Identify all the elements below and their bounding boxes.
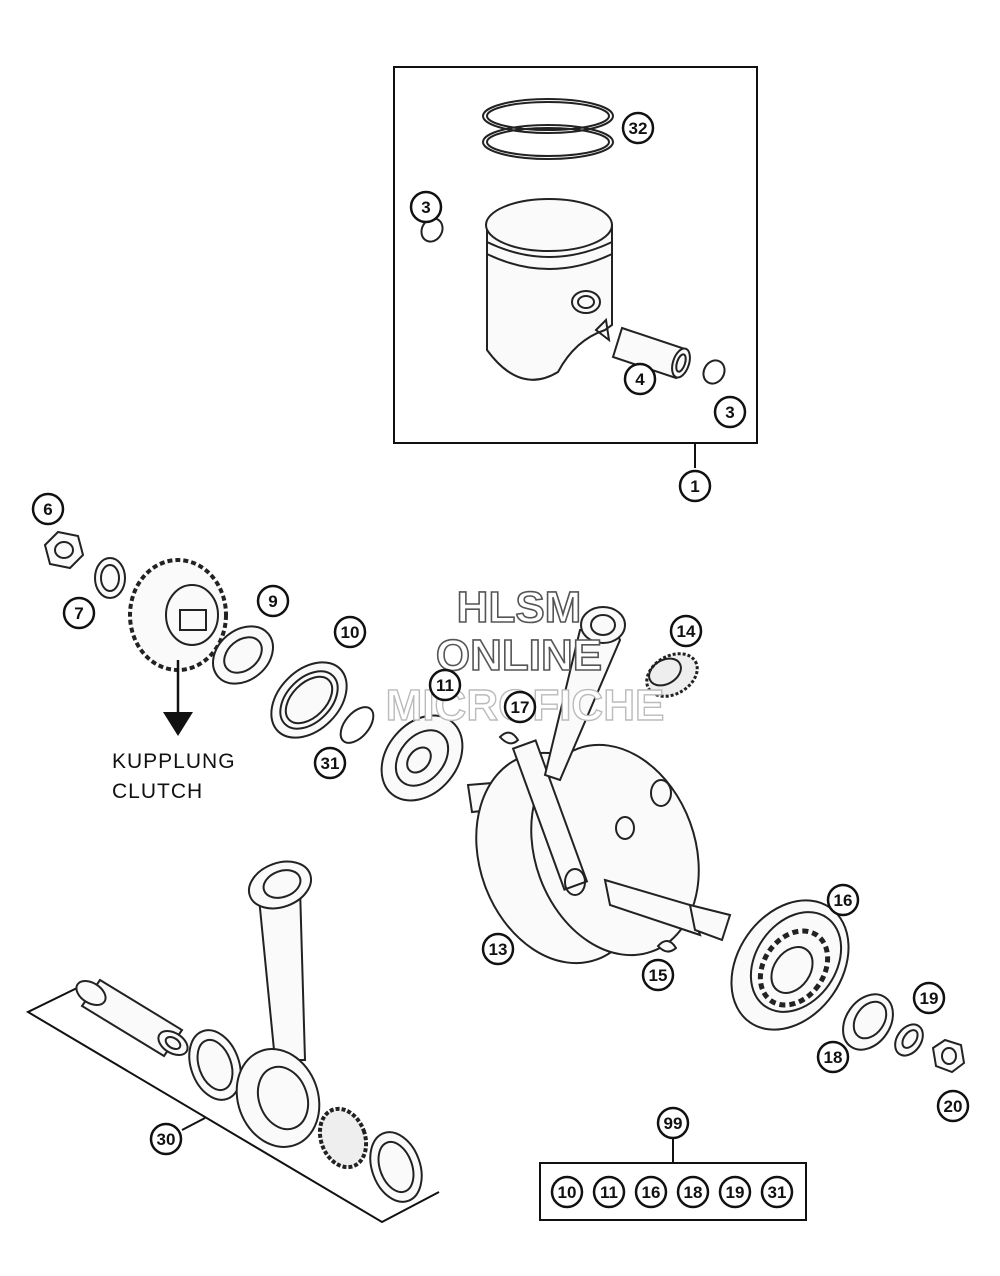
piston-kit-group (393, 66, 758, 468)
svg-text:99: 99 (664, 1114, 683, 1133)
svg-text:30: 30 (157, 1130, 176, 1149)
piston-kit-box (393, 66, 758, 444)
svg-text:18: 18 (824, 1048, 843, 1067)
gasket-kit-99: 10 11 16 18 19 31 (539, 1138, 807, 1221)
circlip-left (420, 217, 444, 243)
kit-99-items: 10 11 16 18 19 31 (550, 1175, 794, 1209)
svg-text:10: 10 (558, 1183, 577, 1202)
callout-13: 13 (481, 932, 515, 966)
svg-text:11: 11 (600, 1183, 618, 1202)
shaft-seal-part-10 (270, 661, 348, 739)
kit-item-11: 11 (592, 1175, 626, 1209)
kit-item-19: 19 (718, 1175, 752, 1209)
callout-31: 31 (313, 746, 347, 780)
callout-3b: 3 (713, 395, 747, 429)
kit-item-16: 16 (634, 1175, 668, 1209)
svg-text:17: 17 (511, 698, 530, 717)
callout-16: 16 (826, 883, 860, 917)
callout-1: 1 (678, 469, 712, 503)
woodruff-key-part-17 (498, 731, 520, 745)
callout-99: 99 (656, 1106, 690, 1140)
callout-32: 32 (621, 111, 655, 145)
callout-17: 17 (503, 690, 537, 724)
callout-20: 20 (936, 1089, 970, 1123)
clutch-label-de: KUPPLUNG (112, 750, 236, 773)
primary-gear (128, 558, 228, 736)
watermark-line-2: ONLINE (436, 631, 602, 680)
nut-part-6 (43, 530, 85, 570)
lock-washer-part-19 (894, 1023, 924, 1057)
svg-text:31: 31 (321, 754, 340, 773)
svg-text:31: 31 (768, 1183, 787, 1202)
crankshaft-part-13 (466, 606, 732, 965)
piston-rings (482, 98, 614, 160)
woodruff-key-part-15 (656, 940, 678, 953)
conrod-kit-part-30 (25, 860, 440, 1224)
kit-item-10: 10 (550, 1175, 584, 1209)
roller-bearing-part-16 (730, 899, 850, 1031)
callout-4: 4 (623, 362, 657, 396)
callout-18: 18 (816, 1040, 850, 1074)
callout-7: 7 (62, 596, 96, 630)
svg-text:1: 1 (690, 477, 699, 496)
svg-text:3: 3 (421, 198, 430, 217)
watermark-line-1: HLSM (457, 583, 582, 632)
svg-text:11: 11 (436, 676, 454, 695)
svg-text:19: 19 (920, 989, 939, 1008)
callout-30: 30 (149, 1122, 183, 1156)
conrod-kit-bracket (25, 987, 440, 1224)
svg-text:13: 13 (489, 940, 508, 959)
piston (485, 198, 613, 381)
callout-3a: 3 (409, 190, 443, 224)
svg-text:4: 4 (635, 370, 645, 389)
callout-15: 15 (641, 958, 675, 992)
callout-6: 6 (31, 492, 65, 526)
svg-text:14: 14 (677, 622, 696, 641)
nut-part-20 (931, 1038, 966, 1074)
svg-text:32: 32 (629, 119, 648, 138)
callout-19: 19 (912, 981, 946, 1015)
svg-text:3: 3 (725, 403, 734, 422)
callout-11: 11 (428, 668, 462, 702)
spacer-part-18 (842, 993, 894, 1051)
clutch-arrow-head (163, 712, 193, 736)
conrod-kit-leader (181, 1117, 206, 1131)
spacer-part-9 (212, 625, 274, 685)
washer-part-7 (94, 557, 126, 599)
svg-text:16: 16 (642, 1183, 661, 1202)
ball-bearing-part-11 (380, 714, 464, 802)
svg-text:9: 9 (268, 592, 277, 611)
svg-text:19: 19 (726, 1183, 745, 1202)
svg-text:20: 20 (944, 1097, 963, 1116)
circlip-right (702, 359, 726, 385)
svg-text:6: 6 (43, 500, 52, 519)
svg-text:15: 15 (649, 966, 668, 985)
svg-text:10: 10 (341, 623, 360, 642)
o-ring-part-31 (339, 706, 375, 744)
svg-text:7: 7 (74, 604, 83, 623)
kit-item-31: 31 (760, 1175, 794, 1209)
clutch-label-en: CLUTCH (112, 780, 203, 803)
svg-text:18: 18 (684, 1183, 703, 1202)
piston-pin (611, 326, 691, 380)
callout-10: 10 (333, 615, 367, 649)
callout-14: 14 (669, 614, 703, 648)
kit-item-18: 18 (676, 1175, 710, 1209)
needle-bearing-part-14 (645, 652, 699, 698)
callout-9: 9 (256, 584, 290, 618)
svg-text:16: 16 (834, 891, 853, 910)
